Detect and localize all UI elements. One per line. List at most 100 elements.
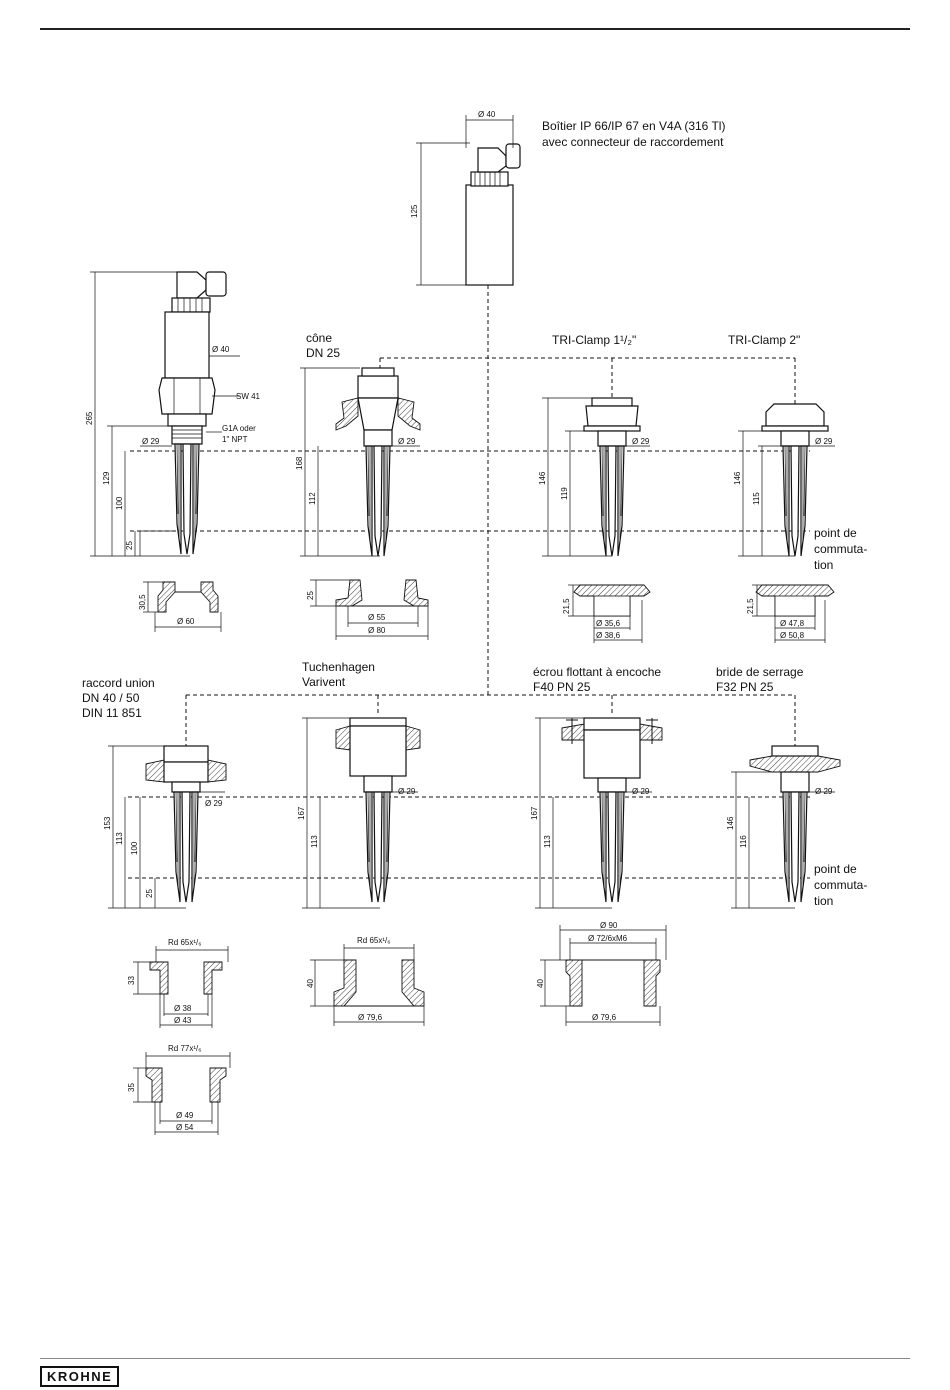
bride-label-2: F32 PN 25 <box>716 680 774 694</box>
tuchen-adapter-drawing <box>310 944 425 1026</box>
main-h30-5: 30,5 <box>138 594 147 610</box>
tc2-d29: Ø 29 <box>815 437 833 446</box>
union-d54: Ø 54 <box>176 1123 194 1132</box>
union-h35: 35 <box>127 1083 136 1092</box>
tc2-adapter-drawing <box>752 584 835 643</box>
ecrou-adapter-drawing <box>540 925 667 1026</box>
main-d60: Ø 60 <box>177 617 195 626</box>
top-rule <box>40 28 910 30</box>
tc15-d35-6: Ø 35,6 <box>596 619 621 628</box>
main-h100: 100 <box>115 496 124 510</box>
ecrou-d72: Ø 72/6xM6 <box>588 934 628 943</box>
main-h129: 129 <box>102 471 111 485</box>
main-h25: 25 <box>125 541 134 550</box>
ecrou-d90: Ø 90 <box>600 921 618 930</box>
tc15-drawing <box>542 397 650 557</box>
tuchen-drawing <box>302 717 421 909</box>
bride-drawing <box>731 745 841 909</box>
ecrou-label-2: F40 PN 25 <box>533 680 591 694</box>
tc15-d29: Ø 29 <box>632 437 650 446</box>
main-d40: Ø 40 <box>212 345 230 354</box>
union-adapter-drawing <box>133 946 229 1028</box>
tuchen-h40: 40 <box>306 979 315 988</box>
ecrou-h167: 167 <box>530 806 539 820</box>
cone-label-2: DN 25 <box>306 346 340 360</box>
cone-label-1: cône <box>306 331 332 345</box>
krohne-logo: KROHNE <box>40 1366 120 1387</box>
connector-lines <box>128 285 810 879</box>
union-h153: 153 <box>103 816 112 830</box>
tuchen-d79-6: Ø 79,6 <box>358 1013 383 1022</box>
union-h25: 25 <box>145 889 154 898</box>
housing-label-1: Boîtier IP 66/IP 67 en V4A (316 Tl) <box>542 119 725 133</box>
tuchen-label-2: Varivent <box>302 675 346 689</box>
main-d29: Ø 29 <box>142 437 160 446</box>
switch-label-2c: tion <box>814 894 833 908</box>
tc15-h146: 146 <box>538 471 547 485</box>
ecrou-h113: 113 <box>543 835 552 848</box>
union-label-3: DIN 11 851 <box>82 706 142 720</box>
tuchen-label-1: Tuchenhagen <box>302 660 375 674</box>
main-sensor-drawing <box>90 271 240 557</box>
union-label-2: DN 40 / 50 <box>82 691 140 705</box>
union-d49: Ø 49 <box>176 1111 194 1120</box>
bride-d29: Ø 29 <box>815 787 833 796</box>
housing-label-2: avec connecteur de raccordement <box>542 135 724 149</box>
cone-d29: Ø 29 <box>398 437 416 446</box>
bride-h116: 116 <box>739 835 748 848</box>
housing-diameter: Ø 40 <box>478 110 496 119</box>
cone-d55: Ø 55 <box>368 613 386 622</box>
switch-label-2a: point de <box>814 862 857 876</box>
tc15-h119: 119 <box>560 487 569 500</box>
ecrou-d79-6: Ø 79,6 <box>592 1013 617 1022</box>
main-adapter-drawing <box>143 581 222 632</box>
tc2-h21-5: 21,5 <box>746 598 755 614</box>
switch-label-1a: point de <box>814 526 857 540</box>
union-h113: 113 <box>115 832 124 845</box>
main-h265: 265 <box>85 411 94 425</box>
tc2-h115: 115 <box>752 492 761 505</box>
tc2-label: TRI-Clamp 2" <box>728 333 800 347</box>
tc15-h21-5: 21,5 <box>562 598 571 614</box>
cone-h168: 168 <box>295 456 304 470</box>
ecrou-d29: Ø 29 <box>632 787 650 796</box>
tc2-d50-8: Ø 50,8 <box>780 631 805 640</box>
bride-h146: 146 <box>726 816 735 830</box>
tuchen-h113: 113 <box>310 835 319 848</box>
union-rd77: Rd 77x¹/₆ <box>168 1044 201 1053</box>
ecrou-label-1: écrou flottant à encoche <box>533 665 661 679</box>
tuchen-h167: 167 <box>297 806 306 820</box>
tc15-label: TRI-Clamp 1¹/₂" <box>552 333 636 347</box>
tuchen-d29: Ø 29 <box>398 787 416 796</box>
ecrou-h40: 40 <box>536 979 545 988</box>
switch-label-1b: commuta- <box>814 542 867 556</box>
tc2-h146: 146 <box>733 471 742 485</box>
union-drawing <box>108 745 227 909</box>
cone-h112: 112 <box>308 492 317 505</box>
union-adapter-2-drawing <box>133 1052 231 1135</box>
union-h33: 33 <box>127 976 136 985</box>
tc2-drawing <box>738 403 835 557</box>
union-d29: Ø 29 <box>205 799 223 808</box>
main-g1a-2: 1" NPT <box>222 435 248 444</box>
tc2-d47-8: Ø 47,8 <box>780 619 805 628</box>
union-label-1: raccord union <box>82 676 155 690</box>
main-sw41: SW 41 <box>236 392 261 401</box>
tuchen-rd65: Rd 65x¹/₆ <box>357 936 390 945</box>
union-rd65: Rd 65x¹/₆ <box>168 938 201 947</box>
cone-h25: 25 <box>306 591 315 600</box>
housing-drawing <box>416 115 521 286</box>
housing-height: 125 <box>410 204 419 218</box>
ecrou-drawing <box>535 717 663 909</box>
tc15-adapter-drawing <box>568 584 651 643</box>
main-g1a-1: G1A oder <box>222 424 256 433</box>
union-d43: Ø 43 <box>174 1016 192 1025</box>
switch-label-1c: tion <box>814 558 833 572</box>
bride-label-1: bride de serrage <box>716 665 804 679</box>
cone-drawing <box>300 367 421 557</box>
switch-label-2b: commuta- <box>814 878 867 892</box>
tc15-d38-6: Ø 38,6 <box>596 631 621 640</box>
bottom-rule <box>40 1358 910 1359</box>
union-d38: Ø 38 <box>174 1004 192 1013</box>
